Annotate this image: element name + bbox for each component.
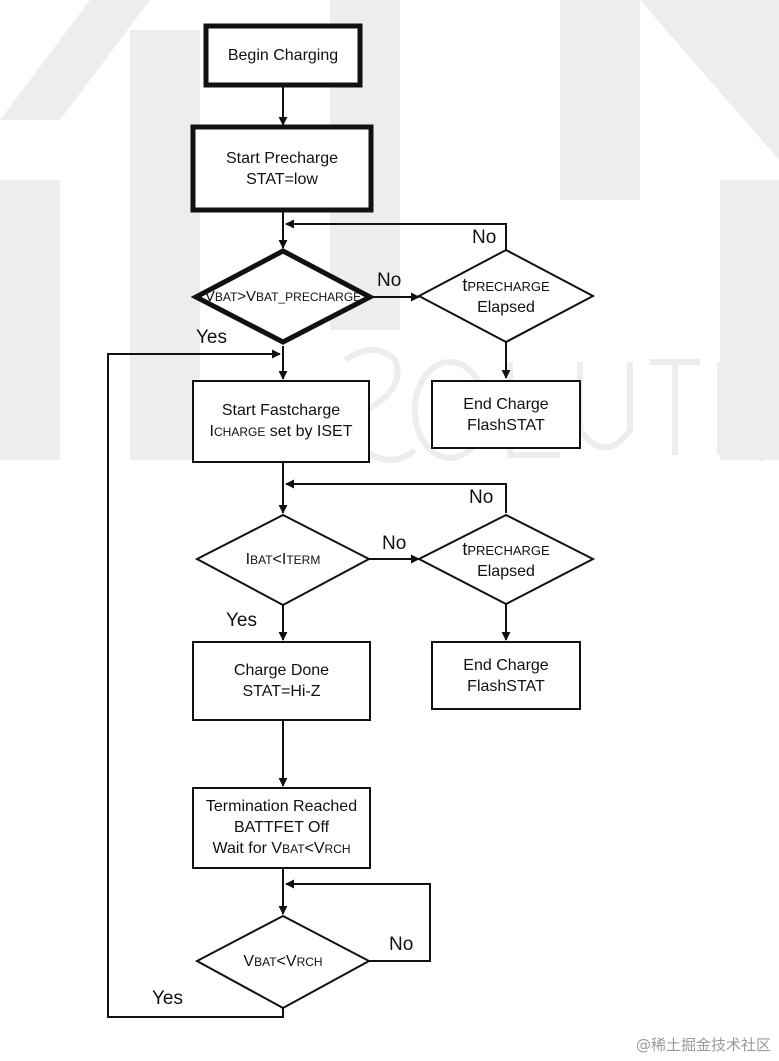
edge-timer2-loop xyxy=(285,479,507,513)
done-box xyxy=(192,641,371,721)
timer1-label: tPRECHARGE Elapsed xyxy=(462,274,550,316)
begin-box xyxy=(203,23,363,88)
timer1-diamond xyxy=(416,248,596,344)
fastcharge-label: Start Fastcharge ICHARGE set by ISET xyxy=(209,402,353,440)
termination-label: Termination Reached BATTFET Off Wait for… xyxy=(205,798,358,857)
decision2-label: IBAT<ITERM xyxy=(245,551,321,568)
done-label: Charge Done STAT=Hi-Z xyxy=(233,662,330,700)
end2-box xyxy=(431,641,581,710)
precharge-label: Start Precharge STAT=low xyxy=(225,149,339,188)
label-no-timer1-loop: No xyxy=(472,227,497,248)
edge-decision3-loop xyxy=(285,879,431,962)
decision1-diamond xyxy=(190,248,376,345)
decision1-label: VBAT>VBAT_PRECHARGE xyxy=(204,288,362,305)
end2-label: End Charge FlashSTAT xyxy=(463,656,549,695)
timer2-label: tPRECHARGE Elapsed xyxy=(462,538,550,580)
corner-watermark: @稀土掘金技术社区 xyxy=(635,1036,771,1054)
timer2-diamond xyxy=(416,513,596,606)
begin-label: Begin Charging xyxy=(227,47,339,64)
decision3-label: VBAT<VRCH xyxy=(243,953,323,970)
fastcharge-box xyxy=(192,380,370,463)
termination-box xyxy=(192,787,371,869)
decision3-diamond xyxy=(194,914,372,1010)
end1-label: End Charge FlashSTAT xyxy=(463,395,549,434)
decision2-diamond xyxy=(194,513,372,607)
label-no-decision1: No xyxy=(377,270,402,291)
edge-decision3-yes-return xyxy=(107,349,284,1018)
label-no-timer2-loop: No xyxy=(469,487,494,508)
precharge-box xyxy=(190,124,374,213)
label-no-decision2: No xyxy=(382,533,407,554)
end1-box xyxy=(431,380,581,449)
label-no-decision3: No xyxy=(389,934,414,955)
edge-timer1-loop xyxy=(285,219,507,250)
label-yes-decision3: Yes xyxy=(152,988,183,1009)
label-yes-decision1: Yes xyxy=(196,327,227,348)
label-yes-decision2: Yes xyxy=(226,610,257,631)
